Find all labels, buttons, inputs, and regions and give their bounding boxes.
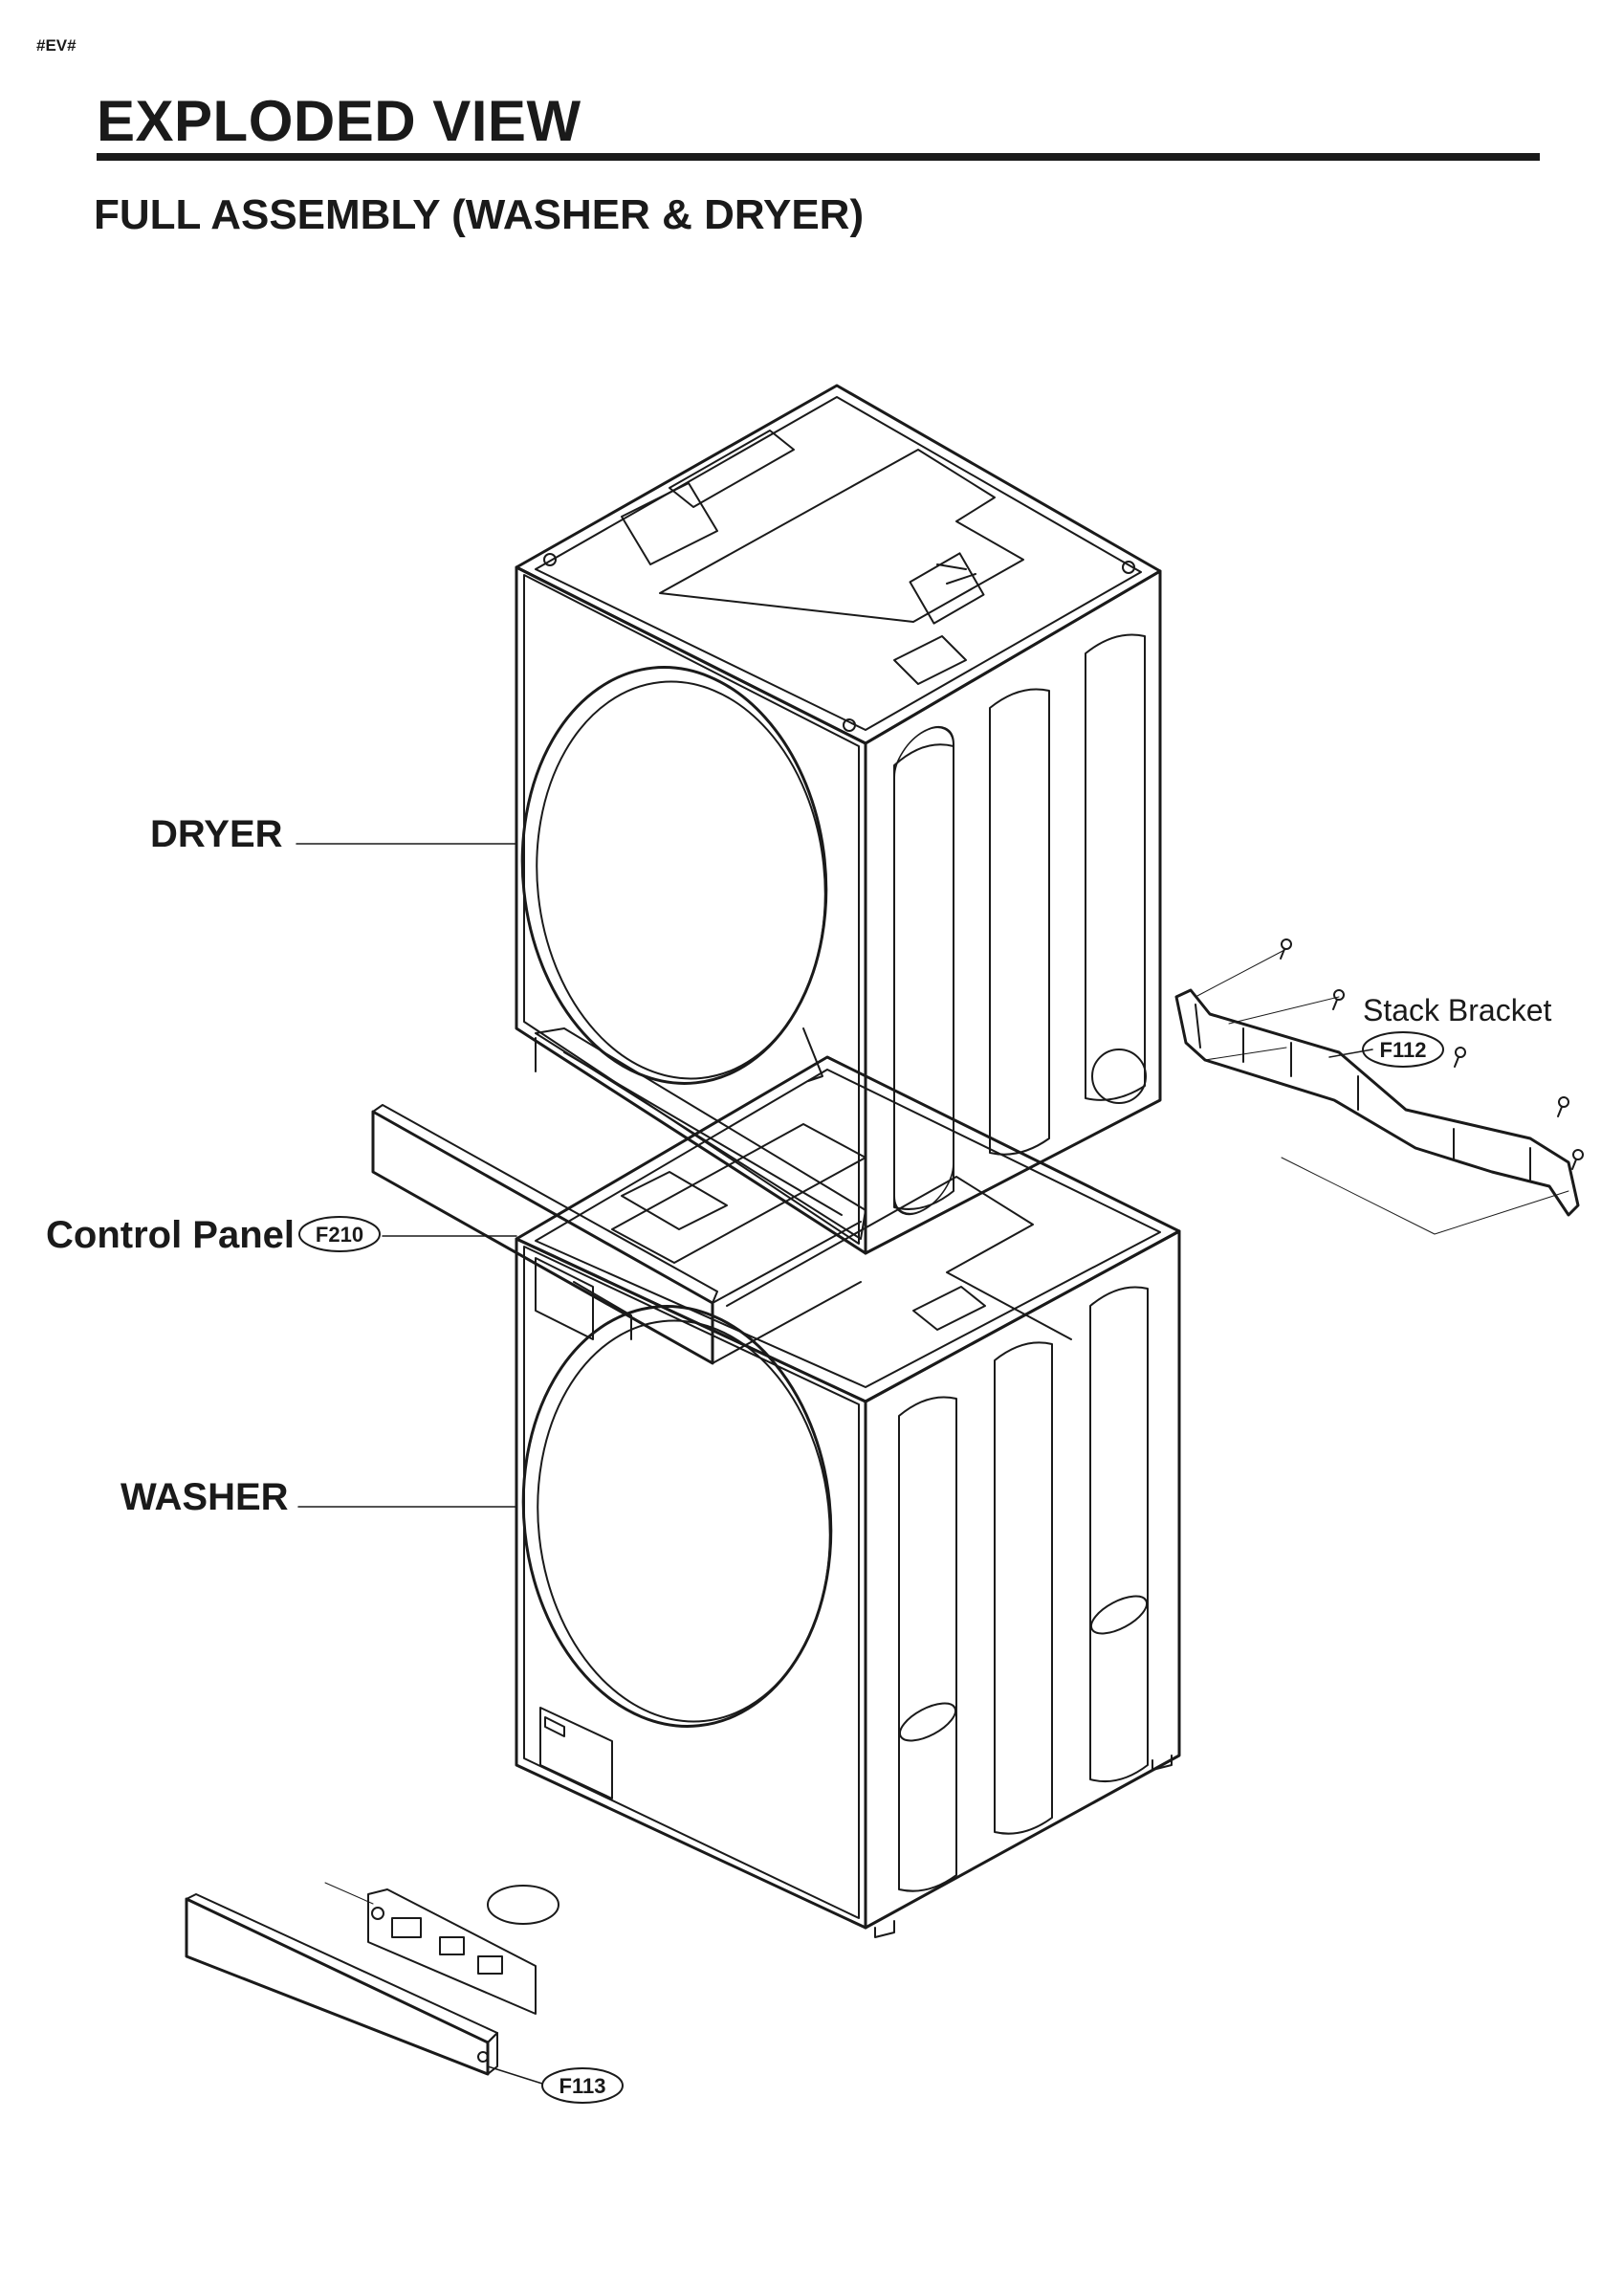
leader-lines (296, 843, 1373, 2085)
page-title: EXPLODED VIEW (97, 89, 581, 153)
washer-label: WASHER (121, 1476, 289, 1518)
callout-f113: F113 (559, 2074, 606, 2098)
stack-bracket-part (1174, 938, 1584, 1235)
dryer-unit (515, 384, 1162, 1255)
dryer-label: DRYER (150, 813, 283, 855)
control-panel-label: Control Panel (46, 1214, 295, 1256)
page-tag: #EV# (36, 36, 77, 55)
callout-f210: F210 (316, 1223, 363, 1247)
callout-f112: F112 (1380, 1038, 1427, 1062)
bracket-screws (1280, 938, 1584, 1170)
front-panel-part (185, 1882, 559, 2076)
section-title: FULL ASSEMBLY (WASHER & DRYER) (94, 191, 865, 238)
washer-unit (515, 1055, 1181, 1938)
title-divider (97, 153, 1540, 161)
stack-bracket-label: Stack Bracket (1363, 993, 1552, 1027)
control-panel-part (371, 1104, 862, 1365)
